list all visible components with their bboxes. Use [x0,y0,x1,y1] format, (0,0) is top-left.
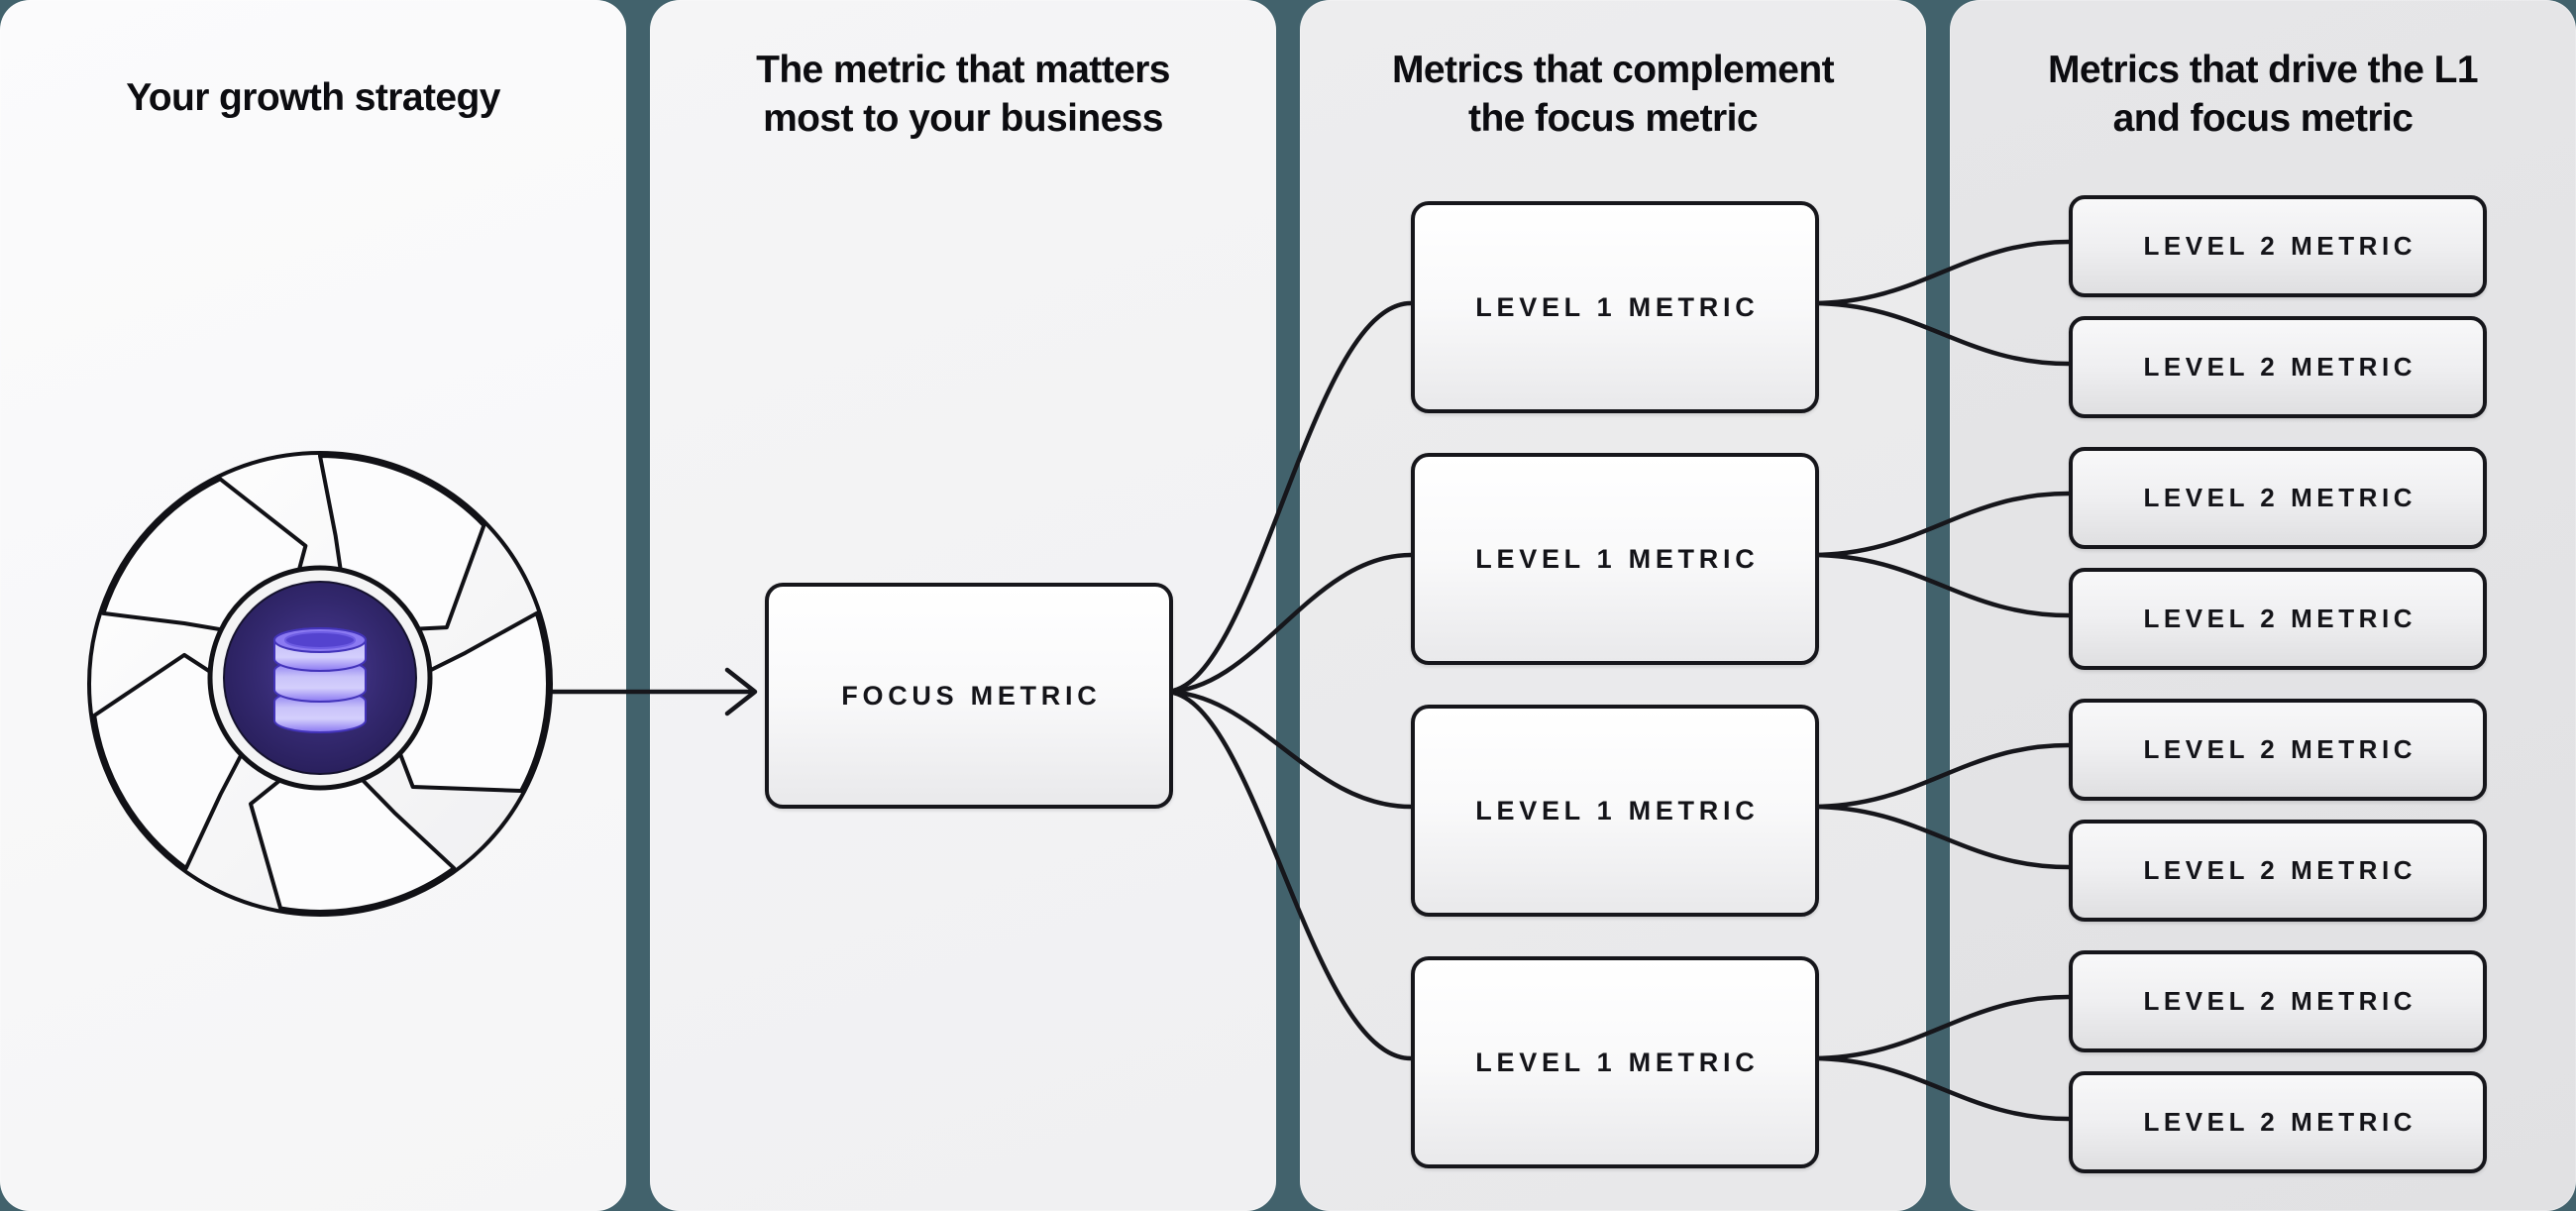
level1-metric-node-3: LEVEL 1 METRIC [1411,705,1819,917]
connector-l1-l2 [1808,742,2072,810]
connector-l1-l2 [1808,300,2072,367]
panel-title-level2-metrics: Metrics that drive the L1 and focus metr… [1950,46,2576,143]
level2-metric-node-4: LEVEL 2 METRIC [2069,568,2487,670]
focus-metric-node: FOCUS METRIC [765,583,1173,809]
panel-title-line: The metric that matters [756,49,1170,91]
panel-title-line: the focus metric [1468,97,1758,140]
panel-title-line: Metrics that complement [1392,49,1835,91]
level2-metric-node-6: LEVEL 2 METRIC [2069,820,2487,922]
connector-l1-l2 [1808,552,2072,618]
level1-metric-node-2: LEVEL 1 METRIC [1411,453,1819,665]
arrow-head [724,667,758,716]
level1-metric-node-4: LEVEL 1 METRIC [1411,956,1819,1168]
panel-title-focus-metric: The metric that matters most to your bus… [650,46,1276,143]
connector-focus-l1-3 [1162,689,1414,810]
db-top-opening [284,631,356,649]
connector-l1-l2 [1808,804,2072,870]
connector-focus-l1-4 [1162,689,1414,1061]
panel-title-growth-strategy: Your growth strategy [126,76,500,119]
connector-focus-l1-2 [1162,552,1414,695]
growth-engine-shutter-database-icon [87,451,553,917]
database-icon [273,627,367,733]
connector-l1-l2 [1808,491,2072,558]
connector-l1-l2 [1808,1055,2072,1122]
focus-to-l1-connectors [1162,300,1414,1061]
connector-l1-l2 [1808,239,2072,306]
level2-metric-node-7: LEVEL 2 METRIC [2069,950,2487,1052]
connector-focus-l1-1 [1162,300,1414,695]
panel-title-line: and focus metric [2112,97,2414,140]
connector-l1-l2 [1808,994,2072,1061]
level2-metric-node-3: LEVEL 2 METRIC [2069,447,2487,549]
level2-metric-node-1: LEVEL 2 METRIC [2069,195,2487,297]
panel-title-line: most to your business [763,97,1163,140]
level2-metric-node-8: LEVEL 2 METRIC [2069,1071,2487,1173]
panel-title-level1-metrics: Metrics that complement the focus metric [1300,46,1926,143]
l1-to-l2-connectors [1808,239,2072,1122]
strategy-to-focus-arrow [548,667,758,716]
level2-metric-node-2: LEVEL 2 METRIC [2069,316,2487,418]
level2-metric-node-5: LEVEL 2 METRIC [2069,699,2487,801]
level1-metric-node-1: LEVEL 1 METRIC [1411,201,1819,413]
panel-title-line: Metrics that drive the L1 [2048,49,2479,91]
